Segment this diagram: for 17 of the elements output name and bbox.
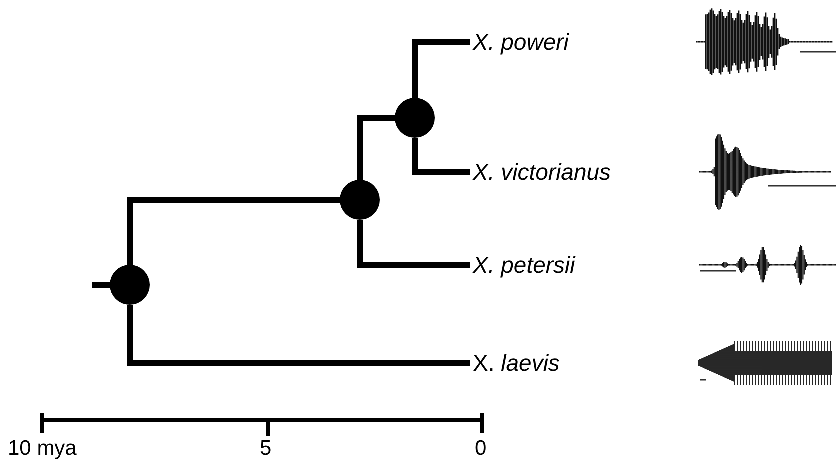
tree-branch [92,282,110,288]
scale-label: 5 [260,437,272,461]
species-label: X. victorianus [473,158,612,186]
node-circle [395,98,435,138]
tree-branch [127,197,340,265]
species-label: X. laevis [473,349,560,377]
species-label: X. poweri [473,28,569,56]
node-circle [110,265,150,305]
tree-branch [412,39,470,98]
tree-branch [412,138,470,175]
species-label: X. petersii [473,251,576,279]
tree-branch [357,220,470,268]
node-circle [340,180,380,220]
tree-branch [357,115,395,180]
scale-label: 0 [475,437,487,461]
scale-label: 10 mya [8,437,77,461]
tree-branch [127,305,470,366]
